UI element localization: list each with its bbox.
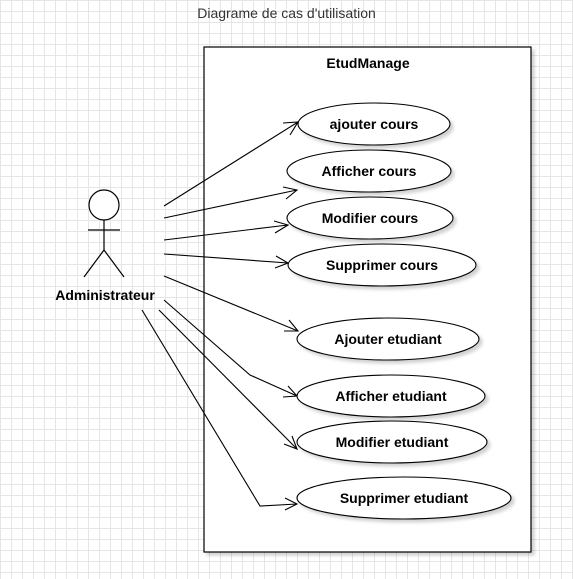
association-supprimer-etudiant[interactable]	[141, 309, 299, 511]
actor-right-leg	[103, 249, 125, 278]
use-case-label: Supprimer etudiant	[340, 490, 469, 506]
system-boundary[interactable]: EtudManage	[203, 46, 532, 553]
use-case-modifier-etudiant[interactable]: Modifier etudiant	[296, 420, 488, 464]
use-case-label: Afficher cours	[322, 163, 417, 179]
use-case-afficher-etudiant[interactable]: Afficher etudiant	[296, 374, 486, 418]
use-case-label: Afficher etudiant	[335, 388, 447, 404]
use-case-label: Modifier etudiant	[336, 434, 449, 450]
association-ajouter-etudiant[interactable]	[163, 275, 300, 332]
actor-name: Administrateur	[55, 287, 155, 303]
association-afficher-cours[interactable]	[163, 186, 299, 219]
use-case-supprimer-cours[interactable]: Supprimer cours	[287, 243, 477, 287]
use-case-label: Modifier cours	[322, 210, 419, 226]
actor-left-leg	[83, 249, 105, 278]
use-case-afficher-cours[interactable]: Afficher cours	[286, 149, 452, 193]
use-case-supprimer-etudiant[interactable]: Supprimer etudiant	[296, 476, 512, 520]
association-modifier-cours[interactable]	[163, 220, 290, 241]
actor-administrateur[interactable]	[83, 189, 125, 278]
use-case-label: ajouter cours	[330, 116, 419, 132]
use-case-modifier-cours[interactable]: Modifier cours	[286, 196, 454, 240]
actor-head	[88, 189, 120, 221]
diagram-title: Diagrame de cas d'utilisation	[197, 5, 376, 21]
system-name: EtudManage	[326, 55, 409, 71]
use-case-ajouter-cours[interactable]: ajouter cours	[297, 102, 451, 146]
use-case-ajouter-etudiant[interactable]: Ajouter etudiant	[296, 317, 480, 361]
association-modifier-etudiant[interactable]	[158, 309, 298, 450]
use-case-label: Supprimer cours	[326, 257, 438, 273]
use-case-label: Ajouter etudiant	[334, 331, 442, 347]
